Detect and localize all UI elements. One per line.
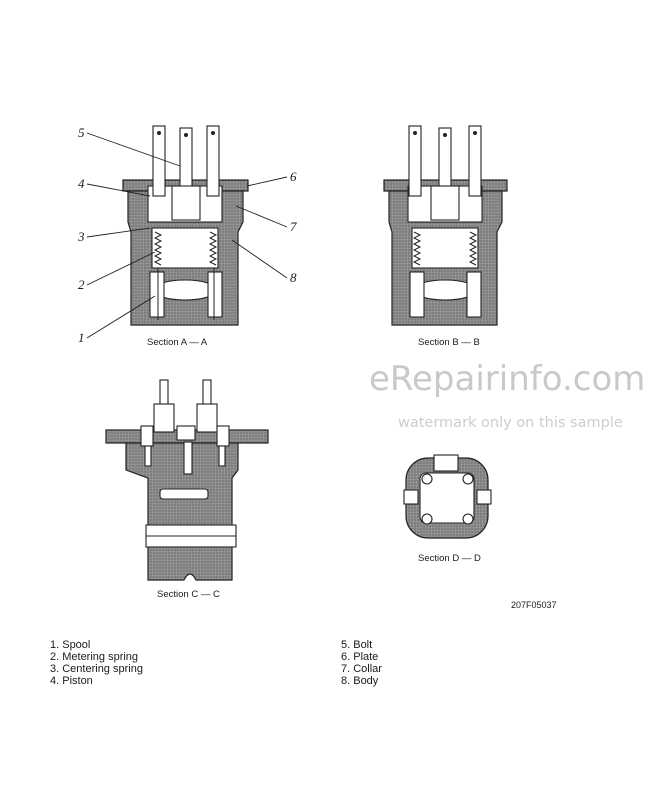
leader-lines [86, 132, 288, 339]
callout-8: 8 [290, 270, 297, 285]
legend-item-metering-spring: 2. Metering spring [50, 651, 139, 663]
callout-7: 7 [290, 219, 297, 234]
callout-5: 5 [78, 125, 85, 140]
legend-item-plate: 6. Plate [341, 651, 379, 663]
callout-1: 1 [78, 330, 85, 345]
caption-section-a-a: Section A — A [147, 337, 208, 348]
watermark-note: watermark only on this sample [398, 415, 623, 431]
watermark-site: eRepairinfo.com [369, 359, 645, 399]
section-d-d [403, 454, 492, 539]
legend-right: 5. Bolt 6. Plate 7. Collar 8. Body [341, 639, 382, 687]
section-a-a [122, 125, 249, 326]
legend-item-centering-spring: 3. Centering spring [50, 663, 143, 675]
figure-id: 207F05037 [511, 600, 557, 610]
caption-section-d-d: Section D — D [418, 553, 481, 564]
legend-item-piston: 4. Piston [50, 675, 93, 687]
legend-item-bolt: 5. Bolt [341, 639, 373, 651]
section-b-b [383, 125, 508, 326]
legend-item-collar: 7. Collar [341, 663, 382, 675]
section-c-c [105, 379, 269, 581]
legend-item-body: 8. Body [341, 675, 379, 687]
legend-left: 1. Spool 2. Metering spring 3. Centering… [50, 639, 143, 687]
callout-6: 6 [290, 169, 297, 184]
callout-3: 3 [77, 229, 85, 244]
legend-item-spool: 1. Spool [50, 639, 91, 651]
callout-2: 2 [78, 277, 85, 292]
caption-section-c-c: Section C — C [157, 589, 220, 600]
callout-4: 4 [78, 176, 85, 191]
caption-section-b-b: Section B — B [418, 337, 480, 348]
